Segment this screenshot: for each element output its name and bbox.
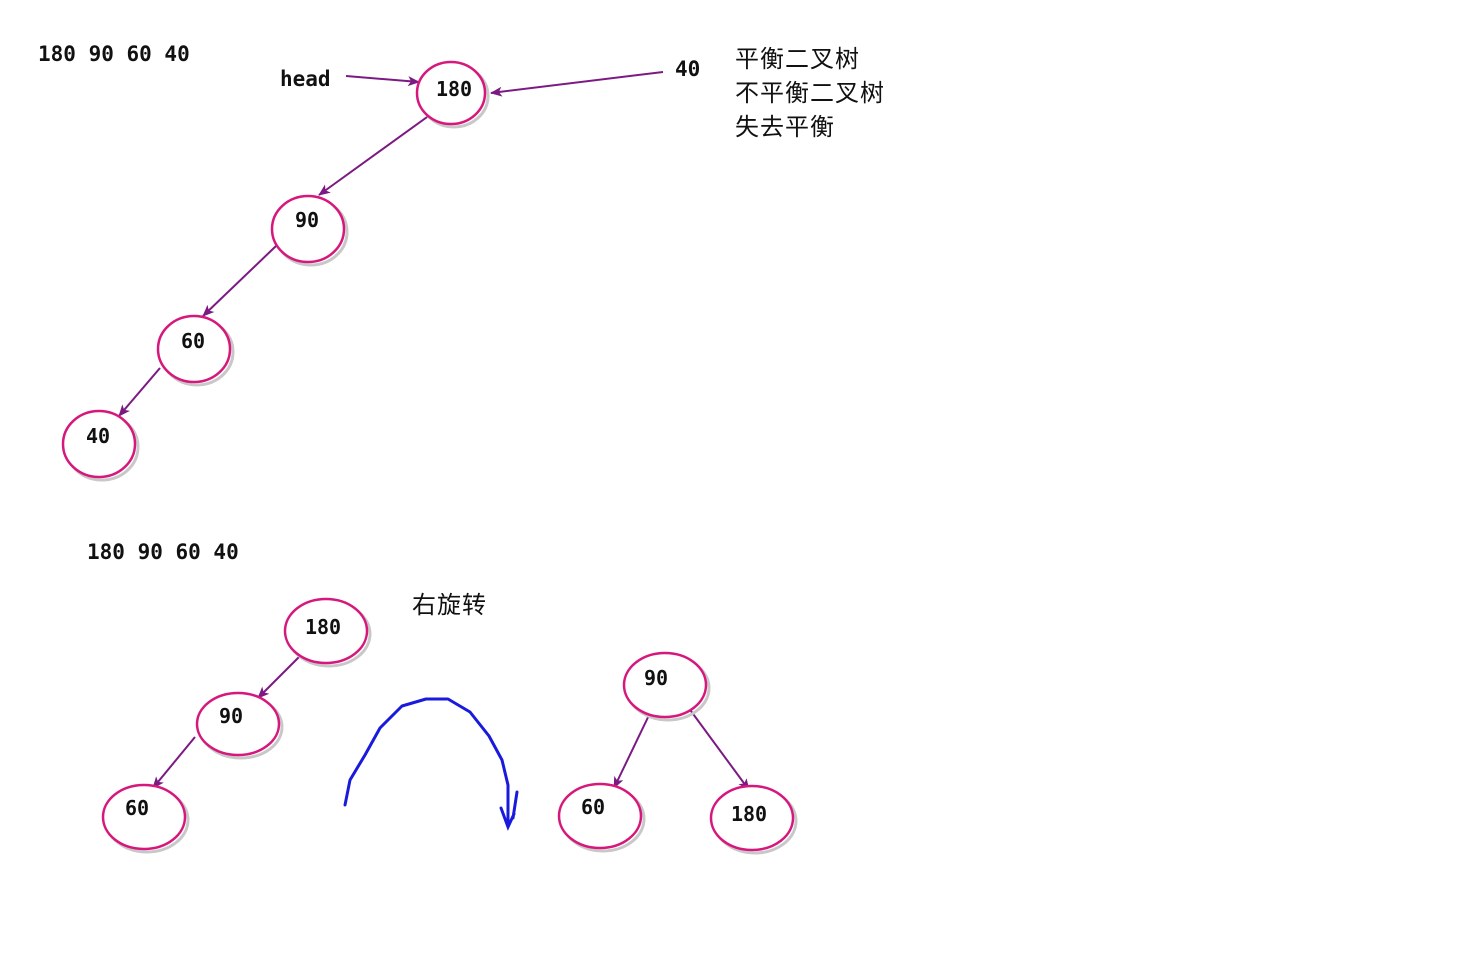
- tree-node-60: 60: [156, 314, 235, 387]
- after-node-90: 90: [622, 651, 711, 722]
- node-label: 180: [436, 77, 472, 101]
- tree-node-40: 40: [61, 409, 140, 482]
- node-label: 90: [219, 704, 243, 728]
- tree-node-90: 90: [270, 194, 349, 267]
- note-unbalanced-tree: 不平衡二叉树: [735, 79, 885, 107]
- before-node-60: 60: [101, 783, 190, 854]
- node-label: 180: [305, 615, 341, 639]
- node-label: 60: [581, 795, 605, 819]
- edge-90-60-after: [613, 708, 653, 789]
- edge-180-90-before: [257, 651, 305, 699]
- before-node-90: 90: [195, 691, 284, 760]
- after-node-60: 60: [557, 782, 646, 853]
- edge-60-40: [118, 367, 161, 417]
- after-node-180: 180: [709, 784, 798, 855]
- top-sequence-label: 180 90 60 40: [38, 42, 190, 66]
- head-label: head: [280, 67, 331, 91]
- note-balanced-tree: 平衡二叉树: [735, 45, 860, 73]
- bottom-sequence-label: 180 90 60 40: [87, 540, 239, 564]
- node-label: 60: [125, 796, 149, 820]
- node-label: 90: [295, 208, 319, 232]
- right-rotation-label: 右旋转: [412, 591, 487, 619]
- insert-pointer-arrow: [490, 71, 664, 97]
- tree-node-180: 180: [415, 60, 490, 129]
- before-node-180: 180: [283, 597, 372, 668]
- rotation-arrow-head: [499, 790, 519, 831]
- edge-90-60: [202, 245, 277, 317]
- node-label: 180: [731, 802, 767, 826]
- edge-90-180-after: [687, 706, 750, 791]
- edge-90-60-before: [152, 736, 196, 789]
- rotation-arrow-curve: [343, 697, 510, 828]
- edge-180-90: [318, 111, 435, 196]
- note-lost-balance: 失去平衡: [735, 113, 835, 141]
- head-pointer-arrow: [345, 75, 420, 87]
- node-label: 90: [644, 666, 668, 690]
- insert-value-label: 40: [675, 57, 701, 81]
- node-label: 40: [86, 424, 110, 448]
- node-label: 60: [181, 329, 205, 353]
